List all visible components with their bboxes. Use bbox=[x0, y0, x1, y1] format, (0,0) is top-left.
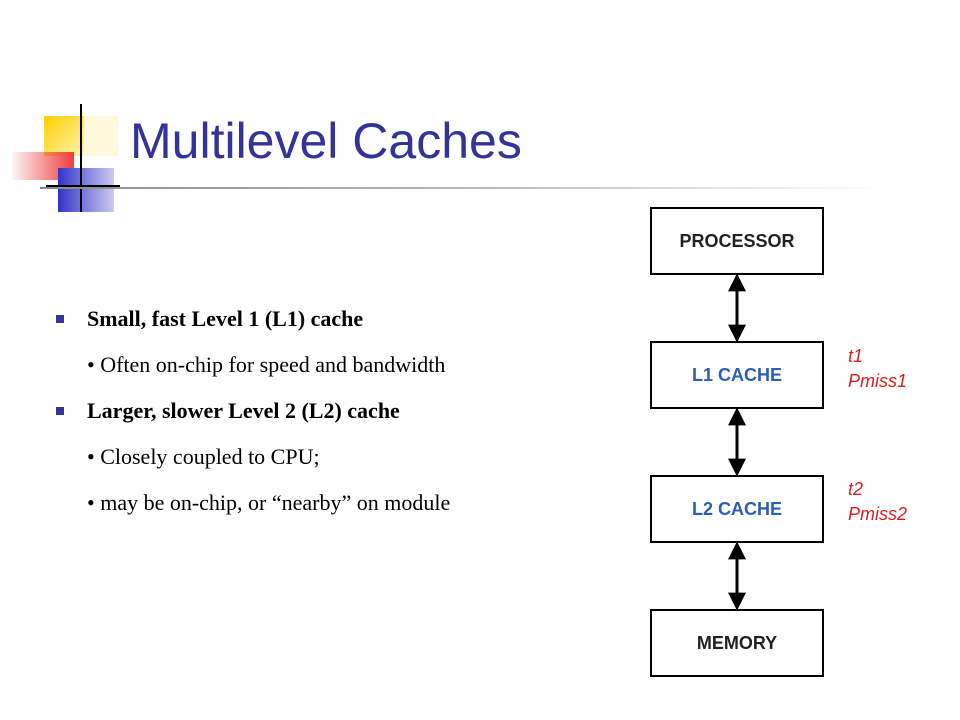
bullet-square-icon bbox=[56, 407, 64, 415]
bullet-text: • Closely coupled to CPU; bbox=[87, 444, 320, 469]
bullet-text: • Often on-chip for speed and bandwidth bbox=[87, 352, 446, 377]
l2-cache-label: L2 CACHE bbox=[692, 499, 782, 519]
processor-label: PROCESSOR bbox=[679, 231, 794, 251]
l2-miss-label: Pmiss2 bbox=[848, 504, 907, 524]
title-decoration bbox=[12, 104, 120, 212]
bullet-text: Larger, slower Level 2 (L2) cache bbox=[87, 398, 400, 423]
bullet-text: Small, fast Level 1 (L1) cache bbox=[87, 306, 364, 331]
l1-time-label: t1 bbox=[848, 346, 863, 366]
processor-box bbox=[650, 207, 824, 275]
deco-yellow-square bbox=[44, 116, 84, 156]
title-underline bbox=[40, 187, 880, 189]
sub-bullet-item: • Closely coupled to CPU; bbox=[48, 434, 450, 480]
deco-blue-square bbox=[58, 168, 114, 212]
bullet-item: Small, fast Level 1 (L1) cache bbox=[48, 296, 450, 342]
memory-label: MEMORY bbox=[697, 633, 777, 653]
l1-miss-label: Pmiss1 bbox=[848, 371, 907, 391]
bullet-text: • may be on-chip, or “nearby” on module bbox=[87, 490, 451, 515]
bullet-item: Larger, slower Level 2 (L2) cache bbox=[48, 388, 450, 434]
bullet-square-icon bbox=[56, 315, 64, 323]
l2-time-label: t2 bbox=[848, 479, 863, 499]
sub-bullet-item: • Often on-chip for speed and bandwidth bbox=[48, 342, 450, 388]
bullet-list: Small, fast Level 1 (L1) cache • Often o… bbox=[48, 296, 450, 526]
cache-hierarchy-diagram: PROCESSOR L1 CACHE L2 CACHE MEMORY t1 Pm… bbox=[650, 207, 907, 677]
slide-title: Multilevel Caches bbox=[130, 113, 522, 169]
l1-cache-label: L1 CACHE bbox=[692, 365, 782, 385]
sub-bullet-item: • may be on-chip, or “nearby” on module bbox=[48, 480, 450, 526]
deco-yellow-fade bbox=[84, 116, 118, 156]
